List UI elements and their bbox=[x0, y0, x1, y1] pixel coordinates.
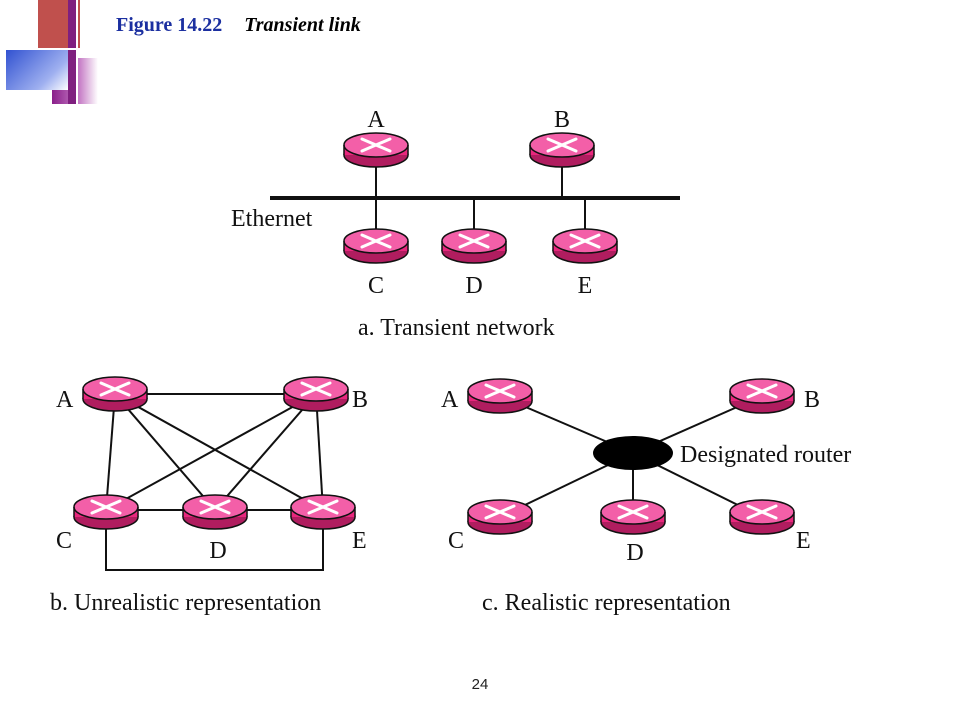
router-a-icon bbox=[466, 377, 534, 415]
panel-a-caption: a. Transient network bbox=[358, 315, 555, 341]
label-c: C bbox=[448, 528, 464, 554]
router-c-icon bbox=[342, 227, 410, 265]
deco-line-white-vertical bbox=[76, 0, 78, 110]
label-e: E bbox=[578, 273, 593, 299]
link-a-d bbox=[114, 393, 216, 511]
label-d: D bbox=[209, 538, 226, 564]
router-b-icon bbox=[528, 131, 596, 169]
deco-block-blue bbox=[6, 48, 68, 90]
panel-a-transient-network: A B C D E Ethernet a. Transient network bbox=[231, 107, 680, 341]
label-e: E bbox=[796, 528, 811, 554]
label-c: C bbox=[56, 528, 72, 554]
label-c: C bbox=[368, 273, 384, 299]
router-a-icon bbox=[342, 131, 410, 169]
panel-c-caption: c. Realistic representation bbox=[482, 590, 731, 616]
figure-number: Figure 14.22 bbox=[116, 14, 223, 36]
link-b-e bbox=[315, 393, 324, 511]
label-a: A bbox=[441, 387, 459, 413]
corner-decoration bbox=[0, 0, 130, 110]
label-a: A bbox=[367, 107, 385, 133]
label-b: B bbox=[804, 387, 820, 413]
label-a: A bbox=[56, 387, 74, 413]
deco-bar-purple bbox=[68, 0, 76, 104]
label-b: B bbox=[352, 387, 368, 413]
link-c-e bbox=[105, 516, 324, 571]
router-c-icon bbox=[72, 493, 140, 531]
designated-router-label: Designated router bbox=[680, 442, 851, 468]
panel-b-unrealistic: A B C D E b. Unrealistic representation bbox=[50, 375, 368, 616]
panel-c-realistic: A B C D E Designated router c. Realistic… bbox=[441, 377, 851, 616]
link-a-e bbox=[114, 393, 324, 511]
router-e-icon bbox=[551, 227, 619, 265]
router-a-icon bbox=[81, 375, 149, 413]
router-d-icon bbox=[181, 493, 249, 531]
router-e-icon bbox=[289, 493, 357, 531]
router-d-icon bbox=[599, 498, 667, 536]
link-b-c bbox=[105, 393, 317, 511]
label-e: E bbox=[352, 528, 367, 554]
label-d: D bbox=[626, 540, 643, 566]
ethernet-label: Ethernet bbox=[231, 206, 313, 232]
deco-line-white bbox=[0, 48, 130, 50]
router-c-icon bbox=[466, 498, 534, 536]
router-d-icon bbox=[440, 227, 508, 265]
label-d: D bbox=[465, 273, 482, 299]
router-b-icon bbox=[728, 377, 796, 415]
router-b-icon bbox=[282, 375, 350, 413]
slide-title: Figure 14.22 Transient link bbox=[116, 14, 361, 37]
link-b-d bbox=[214, 393, 317, 511]
panel-b-caption: b. Unrealistic representation bbox=[50, 590, 321, 616]
router-e-icon bbox=[728, 498, 796, 536]
figure-caption: Transient link bbox=[244, 14, 361, 36]
designated-router-node bbox=[593, 436, 673, 470]
label-b: B bbox=[554, 107, 570, 133]
page-number: 24 bbox=[471, 676, 489, 693]
link-a-c bbox=[105, 393, 116, 511]
